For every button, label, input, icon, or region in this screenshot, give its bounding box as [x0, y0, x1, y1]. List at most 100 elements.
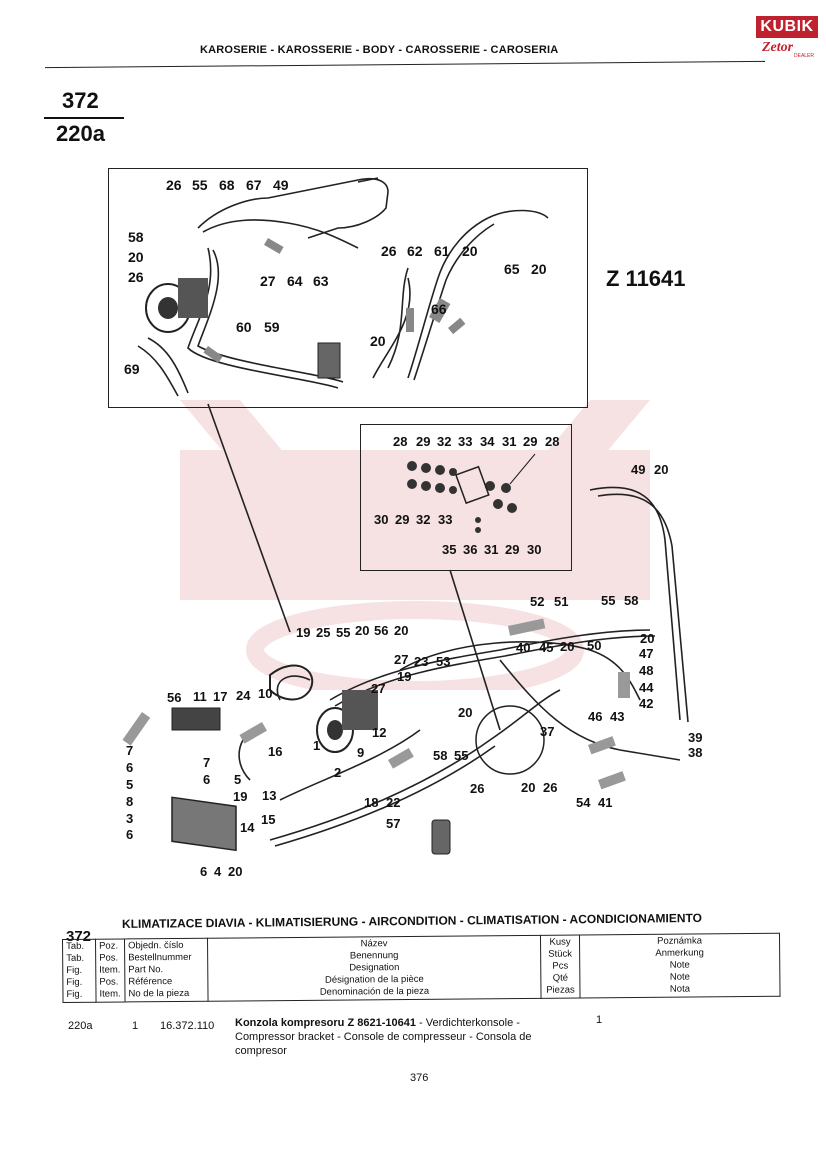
- callout: 29: [416, 434, 431, 449]
- callout: 20: [355, 623, 370, 638]
- callout: 58: [433, 748, 448, 763]
- callout: 13: [262, 788, 277, 803]
- callout: 6: [203, 772, 211, 787]
- callout: 2: [334, 765, 342, 780]
- callout: 34: [480, 434, 495, 449]
- header-title: KAROSERIE - KAROSSERIE - BODY - CAROSSER…: [200, 44, 559, 56]
- callout: 57: [386, 816, 401, 831]
- callout: 26: [470, 781, 485, 796]
- callout: 50: [587, 638, 602, 653]
- callout: 19: [397, 669, 412, 684]
- callout: 64: [287, 273, 303, 289]
- section-number: 372: [66, 928, 92, 945]
- callout: 7: [126, 743, 134, 758]
- aircondition-assembly-drawing: [122, 403, 689, 855]
- callout: 61: [434, 243, 450, 259]
- callout: 43: [610, 709, 625, 724]
- header-divider: [45, 60, 765, 69]
- col-pos: Poz.Pos.Item.Pos.Item.: [95, 938, 126, 1003]
- callout: 67: [246, 177, 262, 193]
- page-number: 376: [410, 1072, 429, 1084]
- callout: 20: [654, 462, 669, 477]
- row-position: 1: [132, 1020, 139, 1032]
- callout: 44: [639, 680, 654, 695]
- row-designation-primary: Konzola kompresoru Z 8621-10641: [235, 1017, 416, 1029]
- callout: 31: [502, 434, 517, 449]
- callout: 63: [313, 273, 329, 289]
- callout: 62: [407, 243, 423, 259]
- callout: 10: [258, 686, 273, 701]
- callout: 49: [273, 177, 289, 193]
- callout: 20: [394, 623, 409, 638]
- callout: 29: [505, 542, 520, 557]
- logo-dealer: DEALER: [794, 53, 815, 59]
- callout: 58: [128, 229, 144, 245]
- col-tab: Tab.Tab.Fig.Fig.Fig.: [62, 939, 97, 1003]
- callout: 11: [193, 689, 207, 704]
- callout: 32: [437, 434, 452, 449]
- callout: 30: [374, 512, 389, 527]
- figure-sub-number: 220a: [56, 121, 105, 146]
- callout: 29: [523, 434, 538, 449]
- callout: 20: [521, 780, 536, 795]
- row-designation-translations: - Verdichterkonsole - Compressor bracket…: [235, 1017, 532, 1057]
- kubik-zetor-logo: KUBIK Zetor DEALER: [756, 16, 818, 60]
- parts-table-header: Tab.Tab.Fig.Fig.Fig. Poz.Pos.Item.Pos.It…: [62, 933, 781, 1003]
- callout: 28: [393, 434, 408, 449]
- callout: 5: [126, 777, 134, 792]
- callout: 1: [313, 738, 321, 753]
- hose-layout-panel: [108, 168, 588, 408]
- callout: 55: [601, 593, 616, 608]
- callout: 49: [631, 462, 646, 477]
- callout: 60: [236, 319, 252, 335]
- callout: 55: [192, 177, 208, 193]
- callout: 40: [516, 640, 531, 655]
- callout: 22: [386, 795, 401, 810]
- callout: 65: [504, 261, 520, 277]
- callout: 6: [126, 827, 134, 842]
- callout: 17: [213, 689, 228, 704]
- callout: 24: [236, 688, 251, 703]
- row-part-number: 16.372.110: [160, 1020, 215, 1032]
- callout: 20: [560, 639, 575, 654]
- callout: 37: [540, 724, 555, 739]
- callout: 46: [588, 709, 603, 724]
- hose-layout-drawing: [137, 177, 549, 397]
- callout: 6: [126, 760, 134, 775]
- callout: 26: [381, 243, 397, 259]
- callout: 20: [640, 631, 655, 646]
- callout: 54: [576, 795, 591, 810]
- callout: 32: [416, 512, 431, 527]
- callout: 47: [639, 646, 654, 661]
- callout: 26: [543, 780, 558, 795]
- callout: 20: [128, 249, 144, 265]
- callout: 68: [219, 177, 235, 193]
- callout: 56: [167, 690, 182, 705]
- callout: 41: [598, 795, 613, 810]
- callout: 20: [531, 261, 547, 277]
- callout: 20: [370, 333, 386, 349]
- callout: 3: [126, 811, 134, 826]
- callout: 14: [240, 820, 255, 835]
- callout: 36: [463, 542, 478, 557]
- callout: 9: [357, 745, 365, 760]
- callout: 5: [234, 772, 242, 787]
- callout: 15: [261, 812, 276, 827]
- callout: 35: [442, 542, 457, 557]
- callout: 20: [462, 243, 478, 259]
- callout: 42: [639, 696, 654, 711]
- callout: 56: [374, 623, 389, 638]
- callout: 8: [126, 794, 134, 809]
- callout: 53: [436, 654, 451, 669]
- row-designation: Konzola kompresoru Z 8621-10641 - Verdic…: [235, 1016, 575, 1058]
- callout: 55: [336, 625, 351, 640]
- callout: 19: [296, 625, 311, 640]
- callout: 38: [688, 745, 703, 760]
- callout: 16: [268, 744, 283, 759]
- callout: 59: [264, 319, 280, 335]
- logo-sub: Zetor: [762, 40, 794, 55]
- callout: 55: [454, 748, 469, 763]
- callout: 66: [431, 301, 447, 317]
- callout: 7: [203, 755, 211, 770]
